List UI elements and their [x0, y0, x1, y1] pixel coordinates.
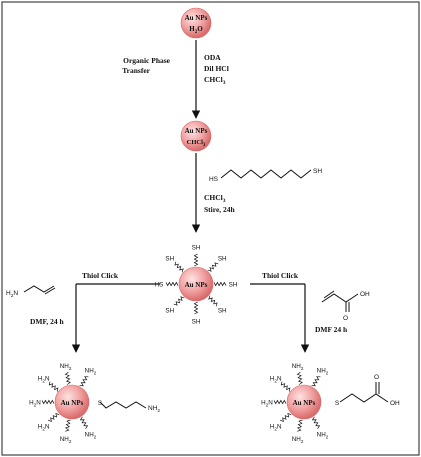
amine-group: H2N: [38, 423, 50, 431]
np-label: Au NPs: [185, 127, 208, 135]
dithiol-chain: [220, 169, 312, 179]
ligand-chain: [193, 301, 199, 315]
thiol-nanoparticle: Au NPs SH SH SH SH SH SH HS SH: [155, 245, 238, 326]
amine-group: H2N: [270, 376, 282, 384]
reagent-oda: ODA: [204, 53, 221, 62]
thiol-group: SH: [229, 282, 238, 289]
thiol-group: SH: [165, 308, 174, 315]
ligand-chain: [279, 412, 292, 422]
amine-group: H2N: [38, 376, 50, 384]
np-label: Au NPs: [293, 399, 316, 407]
ligand-chain: [48, 381, 59, 392]
hydroxyl: OH: [360, 291, 370, 298]
right-reaction-label: Thiol Click: [262, 271, 299, 280]
np-label: Au NPs: [185, 281, 208, 289]
np-label: Au NPs: [61, 399, 84, 407]
solvent-label: CHCl3: [187, 139, 206, 148]
ligand-chain: [273, 399, 287, 405]
amine-group: NH2: [317, 368, 329, 376]
ligand-chain: [64, 371, 71, 385]
ligand-chain: [174, 261, 184, 273]
allylamine-reagent: H2N: [6, 285, 56, 299]
thiol-group: SH: [165, 255, 174, 262]
double-bond: [44, 287, 56, 295]
ligand-chain: [193, 253, 199, 267]
gold-nanoparticle-water: Au NPs H2O: [180, 7, 212, 39]
ligand-chain: [65, 419, 71, 432]
acid-o: O: [374, 374, 379, 381]
gold-sphere: [286, 384, 322, 420]
sulfur-atom: S: [335, 400, 340, 407]
phase-transfer-label: Organic Phase: [123, 56, 171, 65]
amine-chain: [99, 401, 147, 409]
np-label: Au NPs: [185, 14, 208, 22]
amine-group: H2N: [270, 423, 282, 431]
terminal-amine: NH2: [148, 405, 160, 414]
gold-sphere: [54, 384, 90, 420]
amine-group: H2N: [261, 400, 273, 408]
gold-sphere: [178, 266, 214, 302]
ligand-chain: [311, 376, 321, 387]
solvent-label: H2O: [189, 25, 203, 35]
amine-group: NH2: [292, 363, 304, 371]
reagent-hcl: Dil HCl: [204, 64, 229, 73]
thiol-right: SH: [313, 168, 322, 175]
left-condition: DMF, 24 h: [30, 317, 65, 326]
thiol-group: HS: [155, 282, 164, 289]
thiol-left: HS: [209, 176, 219, 183]
ligand-chain: [207, 262, 219, 272]
ligand-chain: [311, 416, 321, 429]
allyl-chain: [23, 285, 55, 293]
amine-group: NH2: [60, 436, 72, 444]
ligand-chain: [208, 295, 218, 307]
amine-group: NH2: [85, 432, 97, 440]
step2-solvent: CHCl3: [204, 193, 226, 204]
ligand-chain: [213, 281, 227, 287]
amine-group: H2N: [29, 400, 41, 408]
step2-condition: Stire, 24h: [204, 205, 236, 214]
ligand-chain: [297, 419, 303, 432]
ligand-chain: [165, 281, 179, 287]
reagent-chcl3: CHCl3: [204, 75, 226, 86]
ligand-chain: [79, 376, 89, 387]
acrylic-chain: [321, 293, 359, 303]
gold-sphere: [180, 7, 212, 39]
dithiol-reagent: HS SH: [209, 168, 322, 183]
ligand-chain: [47, 412, 60, 422]
ligand-chain: [41, 399, 55, 405]
gold-nanoparticle-chloroform: Au NPs CHCl3: [180, 120, 212, 152]
amine-group: NH2: [292, 436, 304, 444]
thiol-group: SH: [218, 308, 227, 315]
phase-transfer-label-2: Transfer: [122, 66, 150, 75]
thiol-group: SH: [192, 319, 201, 326]
ligand-chain: [296, 371, 303, 385]
acid-oh: OH: [390, 400, 400, 407]
sulfur-atom: S: [98, 400, 103, 407]
amine-group: NH2: [317, 432, 329, 440]
gold-sphere: [180, 120, 212, 152]
left-reaction-label: Thiol Click: [82, 271, 119, 280]
right-condition: DMF 24 h: [315, 325, 348, 334]
thiol-group: SH: [192, 245, 201, 252]
amine-group: H2N: [6, 290, 18, 299]
amine-group: NH2: [85, 368, 97, 376]
acid-chain: [339, 393, 389, 403]
double-bond-cc: [323, 290, 335, 299]
amine-group: NH2: [60, 363, 72, 371]
ligand-chain: [173, 296, 185, 306]
carbonyl-o: O: [343, 315, 348, 322]
ligand-chain: [280, 381, 291, 392]
thiol-group: SH: [218, 255, 227, 262]
ligand-chain: [79, 416, 89, 429]
acrylic-acid-reagent: O OH: [321, 290, 370, 322]
